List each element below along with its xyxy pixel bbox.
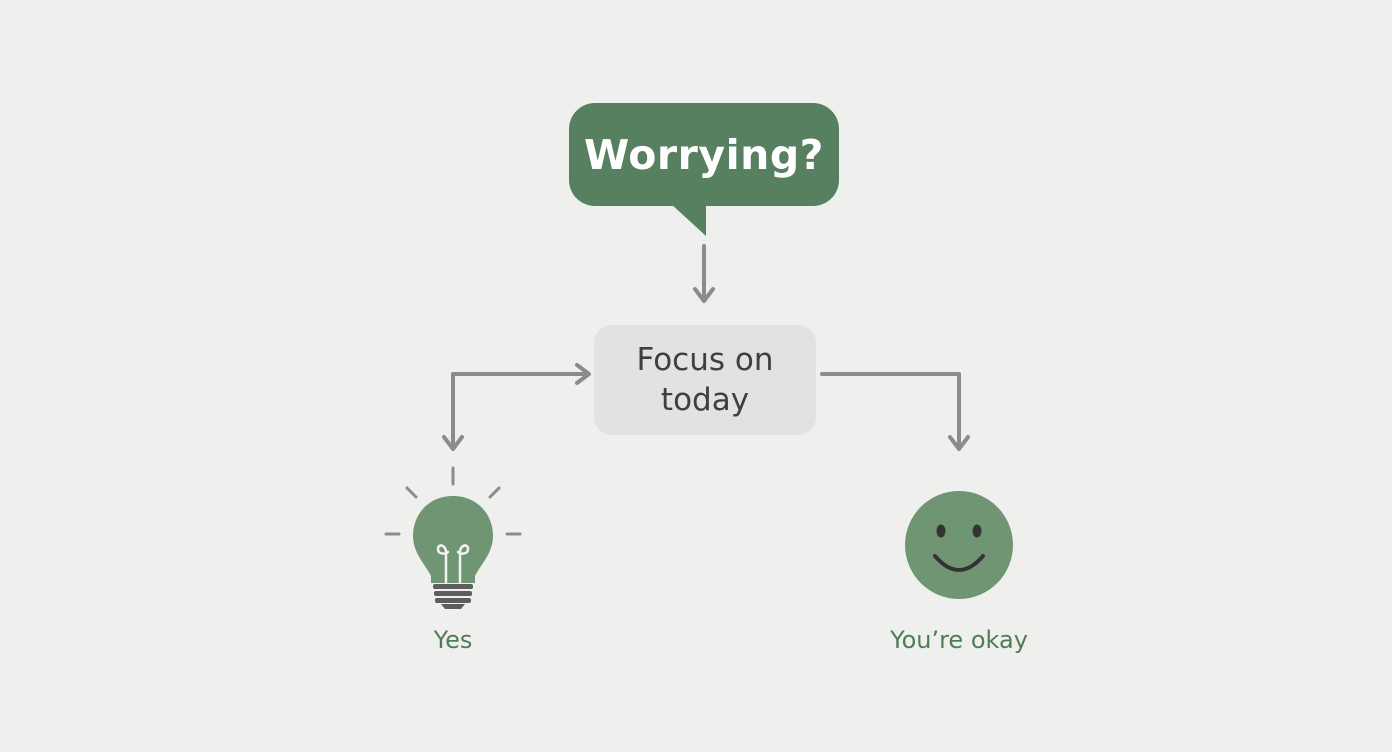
smiley-face-icon <box>905 491 1013 599</box>
lightbulb-icon <box>384 466 522 609</box>
action-text-line-1: Focus on <box>636 342 774 378</box>
arrow-left-connector <box>442 363 591 451</box>
arrow-right-connector <box>820 372 970 451</box>
question-speech-bubble <box>569 103 839 236</box>
outcome-label-yes: Yes <box>433 626 473 654</box>
arrow-bubble-to-box <box>693 244 715 303</box>
action-text: Focus on today <box>594 325 816 435</box>
outcome-label-youre-okay: You’re okay <box>890 626 1028 654</box>
action-box <box>594 325 816 435</box>
action-text-line-2: today <box>660 382 750 418</box>
question-text: Worrying? <box>584 130 824 179</box>
